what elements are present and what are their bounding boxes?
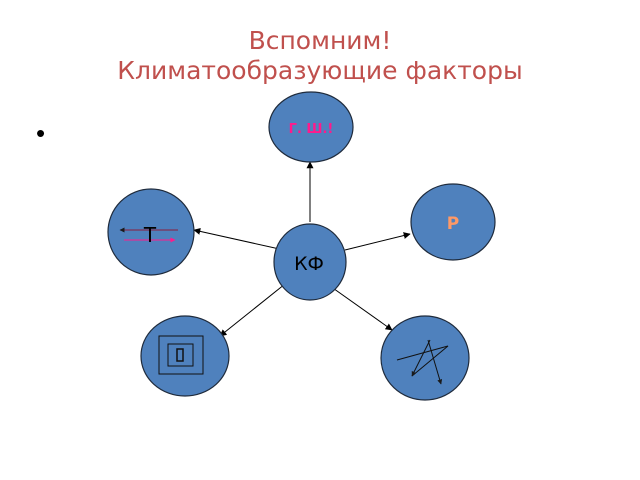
- node-left: Т: [107, 188, 195, 276]
- node-left-label: Т: [143, 223, 157, 247]
- connector-to-left: [193, 227, 285, 251]
- node-top-label: Г. Ш.!: [289, 122, 334, 137]
- node-top: Г. Ш.!: [268, 91, 354, 163]
- node-center: КФ: [273, 223, 347, 301]
- slide-title-line-2: Климатообразующие факторы: [117, 56, 523, 85]
- node-right: Р: [410, 183, 496, 261]
- square-frame-icon: [158, 335, 204, 375]
- connector-to-bottom-right: [329, 285, 393, 331]
- node-bottom-left: [140, 315, 230, 397]
- node-right-label: Р: [447, 214, 459, 234]
- connector-to-bottom-left: [219, 283, 286, 337]
- node-center-label: КФ: [294, 253, 324, 275]
- star-scribble-icon: [396, 339, 449, 385]
- node-bottom-right: [380, 315, 470, 401]
- temperature-arrows-icon: [119, 227, 178, 243]
- bullet-point: •: [36, 118, 46, 148]
- connector-to-right: [344, 232, 411, 251]
- slide-title-line-1: Вспомним!: [248, 26, 392, 55]
